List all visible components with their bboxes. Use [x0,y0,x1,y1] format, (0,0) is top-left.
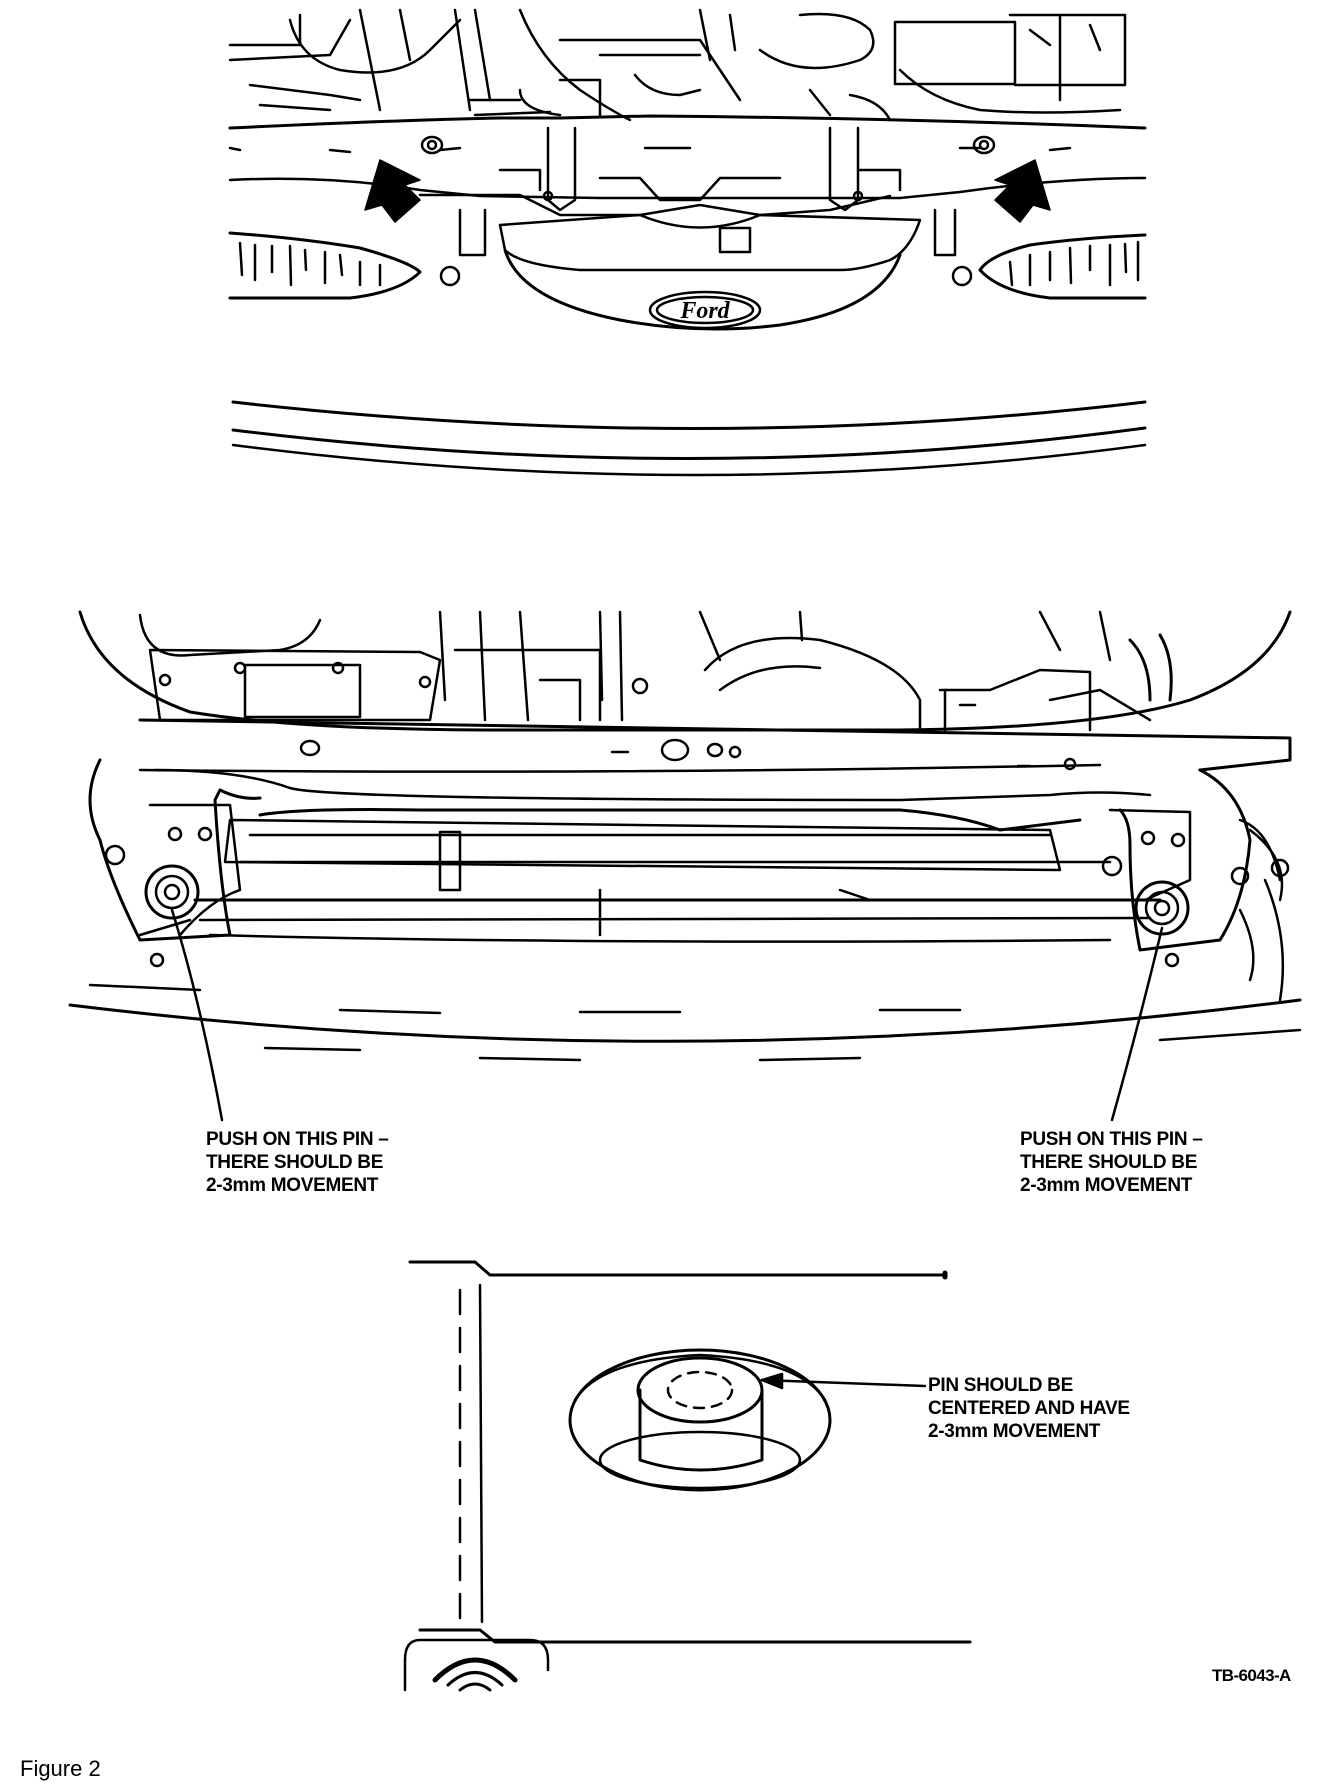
callout-left-line-1: PUSH ON THIS PIN – [206,1129,389,1150]
figure-caption: Figure 2 [20,1756,101,1781]
callout-left-line-2: THERE SHOULD BE [206,1152,384,1173]
callout-detail-pin: PIN SHOULD BE CENTERED AND HAVE 2-3mm MO… [928,1374,1130,1443]
callout-detail-line-1: PIN SHOULD BE [928,1375,1073,1396]
arrow-left-icon [365,160,420,222]
callout-left-line-3: 2-3mm MOVEMENT [206,1175,379,1196]
leader-line-right [1112,928,1162,1120]
leader-line-detail [762,1380,925,1386]
callout-left-pin: PUSH ON THIS PIN – THERE SHOULD BE 2-3mm… [206,1128,389,1197]
reference-code: TB-6043-A [1212,1666,1291,1685]
callout-right-line-2: THERE SHOULD BE [1020,1152,1198,1173]
callout-right-line-1: PUSH ON THIS PIN – [1020,1129,1203,1150]
engine-bay-top [230,10,1125,120]
callout-detail-line-2: CENTERED AND HAVE [928,1398,1130,1419]
leader-line-left [172,910,222,1120]
callout-right-line-3: 2-3mm MOVEMENT [1020,1175,1193,1196]
arrow-right-icon [995,160,1050,222]
detail-view-pin [405,1262,970,1690]
middle-view-radiator-support [70,612,1300,1120]
callout-detail-line-3: 2-3mm MOVEMENT [928,1421,1101,1442]
top-view-front-end [230,10,1145,475]
leader-arrowhead-icon [762,1374,782,1388]
callout-right-pin: PUSH ON THIS PIN – THERE SHOULD BE 2-3mm… [1020,1128,1203,1197]
ford-emblem-logo: Ford [679,298,730,324]
